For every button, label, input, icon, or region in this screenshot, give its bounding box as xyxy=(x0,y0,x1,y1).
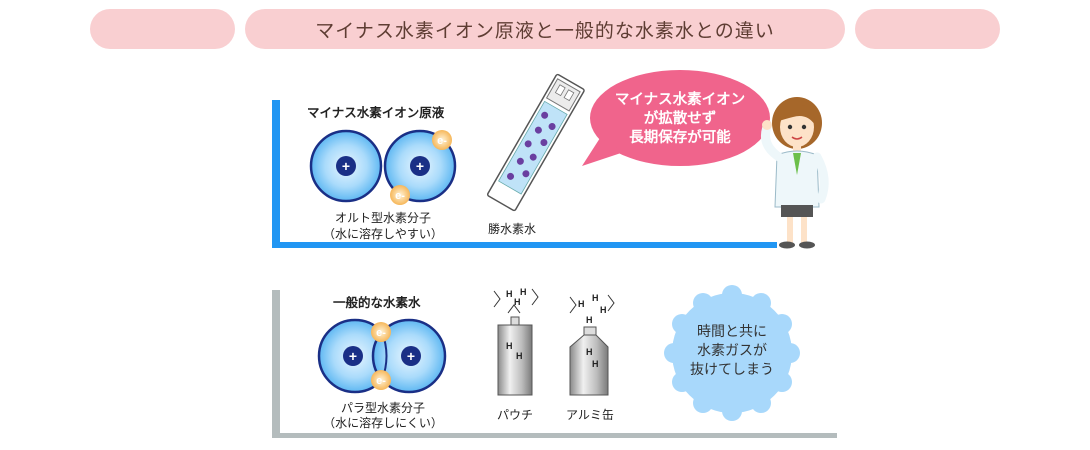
svg-text:H: H xyxy=(586,347,593,357)
para-molecule-diagram: + + e- e- xyxy=(317,318,447,394)
panel-top-horizontal-bar xyxy=(272,242,777,248)
bubble-text-line2: が拡散せず xyxy=(643,111,717,127)
para-electron-bottom: e- xyxy=(376,375,386,387)
circle-text-line2: 水素ガスが xyxy=(697,343,767,359)
speech-bubble xyxy=(582,70,770,166)
bubble-text-line1: マイナス水素イオン xyxy=(614,92,746,108)
bubble-text-line3: 長期保存が可能 xyxy=(629,130,731,146)
svg-text:H: H xyxy=(586,315,593,325)
svg-text:H: H xyxy=(514,297,521,307)
svg-text:H: H xyxy=(592,293,599,303)
can-label: アルミ缶 xyxy=(566,408,614,422)
ortho-caption-line1: オルト型水素分子 xyxy=(334,211,431,225)
hydrogen-escape-circle xyxy=(664,285,800,421)
plus-sign-right: + xyxy=(416,158,424,174)
para-caption-line2: （水に溶存しにくい） xyxy=(323,416,443,430)
svg-text:H: H xyxy=(506,341,513,351)
electron-bottom-label: e- xyxy=(395,190,405,202)
product-label: 勝水素水 xyxy=(488,222,537,236)
para-plus-right: + xyxy=(407,348,415,364)
panel-bottom-vertical-bar xyxy=(272,290,280,438)
pouch-label: パウチ xyxy=(497,408,534,422)
svg-text:H: H xyxy=(592,359,599,369)
electron-top xyxy=(432,130,452,150)
electron-top-label: e- xyxy=(437,135,447,147)
stick-pack-illustration xyxy=(486,73,585,212)
para-electron-top: e- xyxy=(376,327,386,339)
electron-bottom xyxy=(390,185,410,205)
circle-text-line3: 抜けてしまう xyxy=(690,362,774,378)
header-pill-right xyxy=(855,9,1000,49)
woman-presenter-illustration xyxy=(761,97,829,249)
pouch-illustration: H H H H H xyxy=(493,287,539,396)
nucleus-left xyxy=(336,156,356,176)
ortho-molecule-diagram: + + e- e- xyxy=(309,129,457,205)
header-title: マイナス水素イオン原液と一般的な水素水との違い xyxy=(245,9,845,49)
panel-bottom-heading: 一般的な水素水 xyxy=(333,295,421,310)
panel-top-heading: マイナス水素イオン原液 xyxy=(307,105,445,120)
svg-text:H: H xyxy=(520,287,527,297)
svg-text:H: H xyxy=(506,289,513,299)
para-plus-left: + xyxy=(349,348,357,364)
svg-text:H: H xyxy=(600,305,607,315)
plus-sign-left: + xyxy=(342,158,350,174)
para-caption-line1: パラ型水素分子 xyxy=(340,401,425,415)
panel-bottom-horizontal-bar xyxy=(272,433,837,438)
nucleus-right xyxy=(410,156,430,176)
aluminum-can-illustration: H H H H H H xyxy=(569,293,615,396)
panel-top-vertical-bar xyxy=(272,100,280,248)
svg-text:H: H xyxy=(578,299,585,309)
header-pill-left xyxy=(90,9,235,49)
svg-text:H: H xyxy=(516,351,523,361)
ortho-caption-line2: （水に溶存しやすい） xyxy=(323,227,443,241)
circle-text-line1: 時間と共に xyxy=(697,324,767,340)
